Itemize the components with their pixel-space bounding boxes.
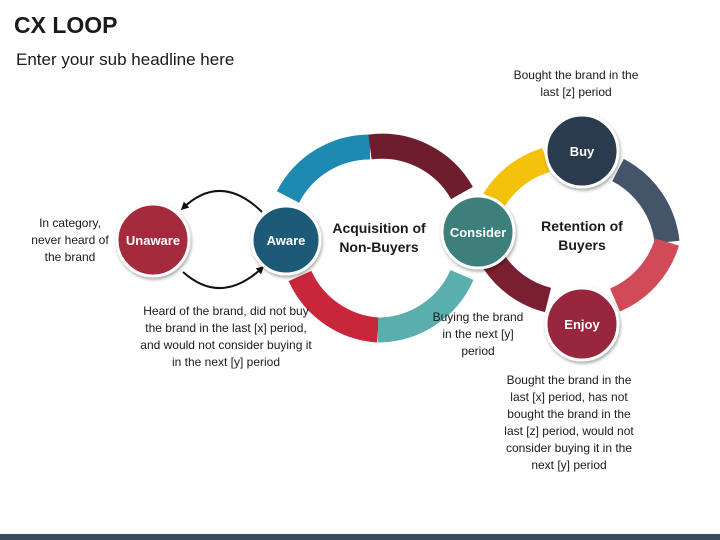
page-subtitle: Enter your sub headline here [16,50,235,69]
aware-node [250,204,322,276]
buy-description: Bought the brand in the last [z] period [513,68,639,99]
arc-top-to-consider [368,133,473,200]
unaware-description: In category, never heard of the brand [31,216,109,264]
arrow-aware-to-unaware [180,190,263,213]
consider-label: Consider [450,225,506,240]
retention-label: Retention of Buyers [541,218,623,253]
arrow-unaware-to-aware [182,265,265,289]
consider-description: Buying the brand in the next [y] period [432,310,524,358]
arc-enjoy-to-consider [483,254,552,313]
arc-consider-to-buy [483,148,551,207]
enjoy-label: Enjoy [564,317,600,332]
bottom-bar [0,534,720,540]
arc-aware-to-top [276,134,371,204]
aware-label: Aware [267,233,306,248]
arc-bottom-to-consider [377,269,474,343]
page-title: CX LOOP [14,12,118,38]
arc-right-to-enjoy [609,237,679,312]
buy-label: Buy [570,144,595,159]
unaware-node [115,202,191,278]
arc-buy-to-right [611,158,680,244]
enjoy-description: Bought the brand in the last [x] period,… [504,373,634,472]
buy-node [544,113,620,189]
enjoy-node [544,286,620,362]
acquisition-label: Acquisition of Non-Buyers [332,220,426,255]
unaware-label: Unaware [126,233,180,248]
aware-description: Heard of the brand, did not buy the bran… [140,304,312,369]
arc-aware-to-bottom [288,270,380,343]
consider-node [440,194,516,270]
